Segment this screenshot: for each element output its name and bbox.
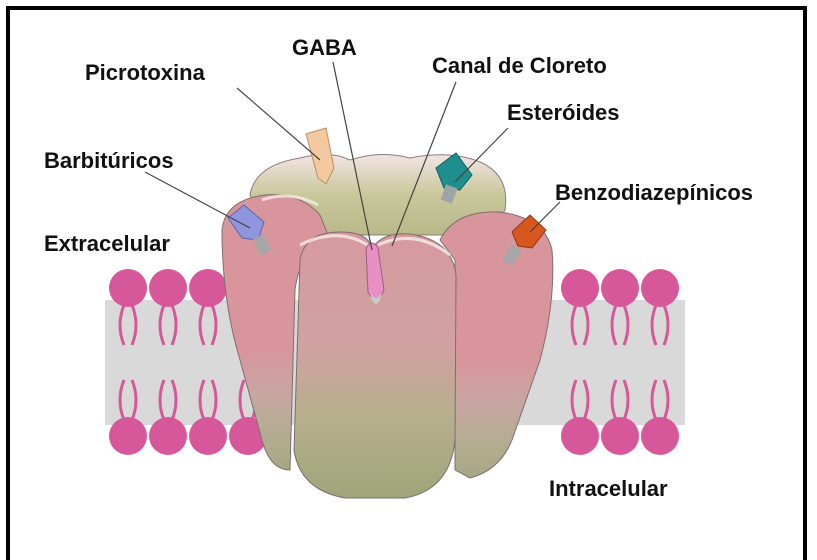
label-esteroides: Esteróides [507,100,620,125]
leader-benzodiazepinicos [530,202,560,232]
receptor-right-subunit [440,212,553,478]
label-gaba: GABA [292,35,357,60]
leader-barbituricos [145,172,250,228]
label-picrotoxina: Picrotoxina [85,60,206,85]
leader-picrotoxina [237,88,320,160]
lipid-head [149,269,187,307]
label-barbituricos: Barbitúricos [44,148,174,173]
label-intracelular: Intracelular [549,476,668,501]
lipid-head [189,417,227,455]
lipid-head [189,269,227,307]
lipid-head [561,269,599,307]
lipid-head [641,269,679,307]
lipid-head [109,417,147,455]
gaba-receptor [222,154,553,498]
lipid-head [601,269,639,307]
lipid-head [109,269,147,307]
lipid-head [561,417,599,455]
label-canal-de-cloreto: Canal de Cloreto [432,53,607,78]
lipid-head [149,417,187,455]
label-benzodiazepinicos: Benzodiazepínicos [555,180,753,205]
label-extracelular: Extracelular [44,231,170,256]
lipid-head [601,417,639,455]
lipid-head [641,417,679,455]
